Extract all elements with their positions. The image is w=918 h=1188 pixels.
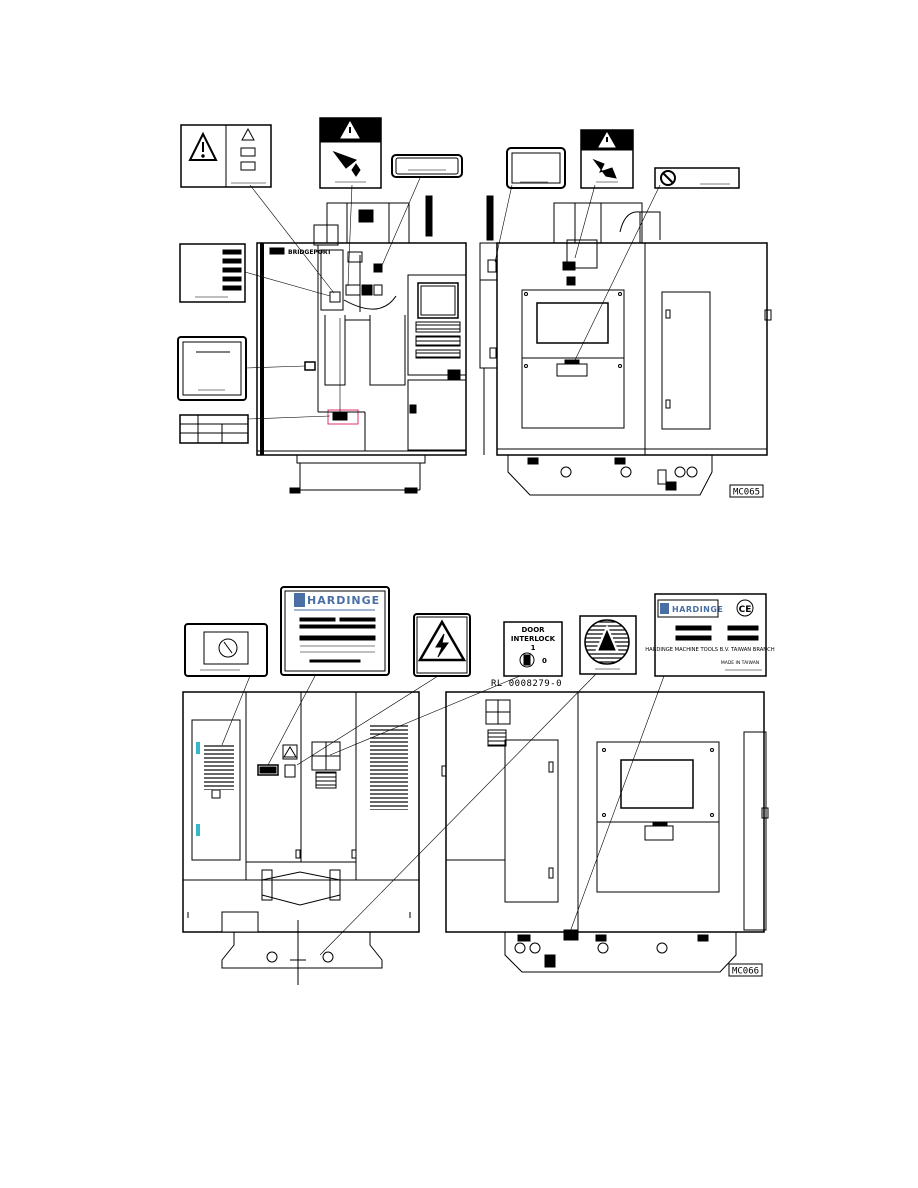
leader-lines-top-right (494, 184, 661, 361)
rounded-plate-label (391, 154, 463, 178)
direction-arrow-label (579, 615, 637, 675)
door-interlock-label: DOOR INTERLOCK 1 0 (503, 621, 563, 677)
door-interlock-pos-off: 0 (542, 657, 547, 665)
high-voltage-label (413, 613, 471, 677)
figure-code-bottom: MC066 (732, 967, 759, 977)
impact-hazard-label (580, 129, 634, 189)
door-interlock-title-1: DOOR (521, 626, 545, 634)
nameplate-footer: HARDINGE MACHINE TOOLS B.V. TAIWAN BRANC… (645, 647, 775, 653)
leader-lines-bottom-right (569, 675, 665, 933)
part-number: RL 0008279-0 (491, 679, 562, 689)
door-interlock-pos-on: 1 (531, 644, 536, 652)
figure-code-box-top: MC065 (729, 484, 764, 498)
door-interlock-title-2: INTERLOCK (511, 635, 556, 643)
figure-code-box-bottom: MC066 (728, 963, 763, 977)
leader-lines-top-left (244, 177, 421, 420)
leader-lines-bottom-left (221, 673, 597, 956)
pinch-hazard-label (319, 117, 382, 189)
breaker-label (184, 623, 268, 677)
hardinge-ce-nameplate: HARDINGE CE HARDINGE MACHINE TOOLS B.V. … (645, 593, 775, 677)
table-label (179, 414, 249, 444)
machine-side-view-bottom (441, 691, 769, 973)
nameplate-made-in: MADE IN TAIWAN (721, 660, 759, 666)
machine-side-view-top (479, 195, 772, 496)
machine-rear-view (182, 691, 420, 985)
bottom-figure: HARDINGE DOOR INTERLOCK 1 0 (182, 586, 775, 985)
svg-text:CE: CE (739, 605, 752, 615)
machine-front-view-top: BRIDGEPORT (256, 195, 467, 494)
hardinge-logo-large: HARDINGE (307, 594, 380, 607)
rounded-blank-label (506, 147, 566, 189)
hardinge-logo-small: HARDINGE (672, 605, 723, 614)
figure-code-top: MC065 (733, 488, 760, 498)
hardinge-nameplate-large: HARDINGE (280, 586, 390, 676)
warning-label-top-left (180, 124, 272, 188)
top-figure: BRIDGEPORT (177, 117, 772, 498)
text-list-label (179, 243, 246, 303)
no-touch-label (654, 167, 740, 189)
brand-label: BRIDGEPORT (288, 249, 332, 256)
square-framed-label (177, 336, 247, 401)
